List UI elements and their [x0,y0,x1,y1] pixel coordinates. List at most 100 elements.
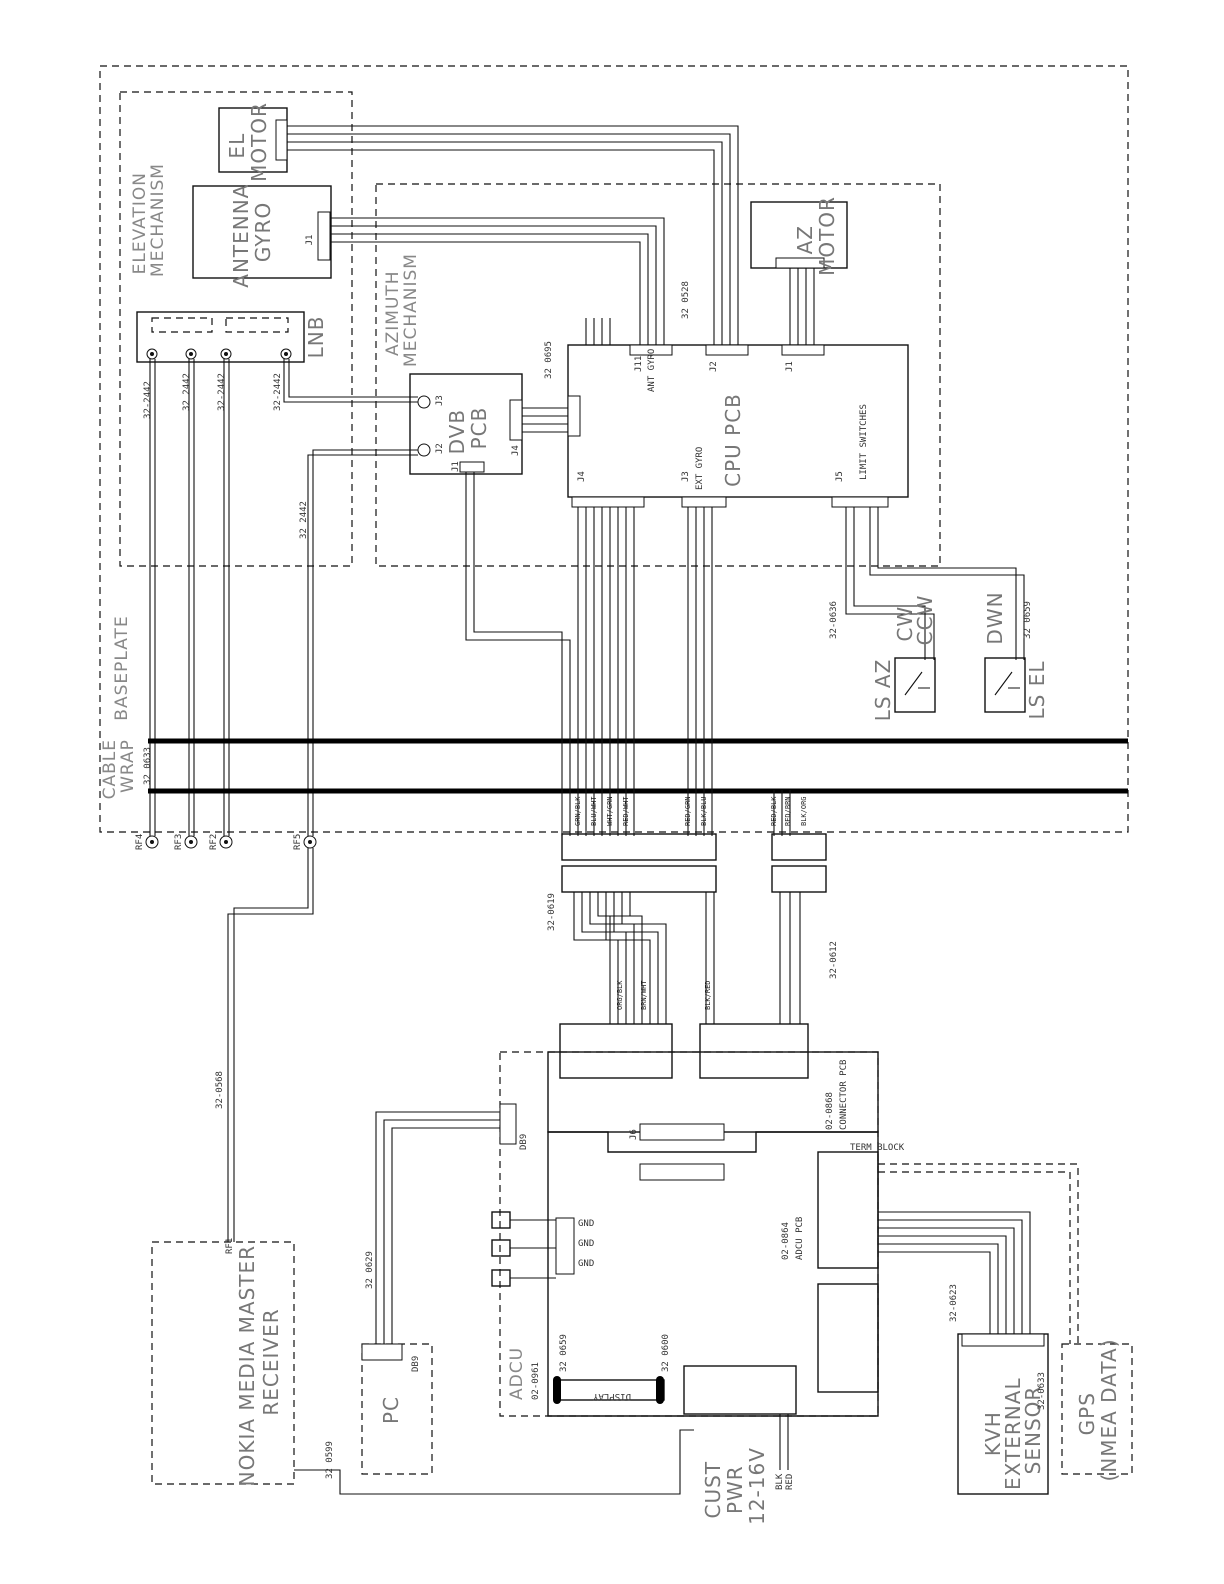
el-motor-label: EL MOTOR [225,102,271,182]
dvb-line1: DVB [445,409,469,454]
adcu-term-block-j2 [817,1151,879,1269]
gnd-ref-1: GND [578,1219,594,1229]
dvb-j3-port [417,395,431,409]
cw-line: CW [893,606,917,642]
rf-connectors [145,835,317,849]
rf3-ref: RF3 [174,834,184,850]
cust-pwr-label: CUST PWR 12-16V [701,1447,769,1525]
cpu-ext-gyro-ref: EXT GYRO [695,447,705,490]
dvb-j1-down-harness [465,472,571,836]
cust-line1: CUST [701,1461,725,1519]
adcu-pcb-box [547,1131,879,1417]
ls-el-switch-box [984,657,1026,713]
wire-red-wht: RED/WHT [622,796,630,826]
connector-j6-header [639,1123,725,1141]
ls-el-switch-symbol [994,671,1020,696]
gnd-ref-3: GND [578,1259,594,1269]
elev-line1: ELEVATION [130,172,150,274]
kvh-line1: KVH [981,1411,1005,1456]
display-grommet-left [553,1376,561,1404]
term-block-ref: TERM BLOCK [850,1143,905,1153]
cpu-j1-connector [781,344,825,356]
db9-ref: DB9 [519,1134,529,1150]
db9-connector-adcu [499,1103,517,1145]
j13-terminal-upper [771,833,827,861]
azimuth-mechanism-region [375,183,941,567]
cpu-j11-ref: J11 [634,356,644,372]
az-mech-line1: AZIMUTH [383,270,403,356]
cpu-j2-ref: J2 [709,361,719,372]
cpu-j11-connector [629,344,673,356]
ls-az-switch-box [894,657,936,713]
antenna-gyro-box [192,185,332,279]
gps-label: GPS (NMEA DATA) [1075,1338,1121,1481]
cust-power-line [294,1414,789,1495]
az-motor-harness [789,268,815,345]
nokia-line2: RECEIVER [259,1308,283,1415]
wire-grn-blk: GRN/BLK [574,796,582,826]
pc-cable-label: 32 0629 [365,1251,375,1289]
gps-box [1061,1343,1133,1475]
cw-ccw-label: CW CCW [893,595,937,646]
cpu-pcb-label: CPU PCB [721,393,745,487]
dvb-j4-connector [509,399,523,441]
ccw-line: CCW [913,595,937,646]
wire-blk-red: BLK/RED [704,980,712,1010]
gps-line2: (NMEA DATA) [1097,1338,1121,1481]
adcu-0600-label: 32 0600 [661,1334,671,1372]
cpu-j4-connector [571,496,645,508]
cpu-j5-connector [831,496,889,508]
connector-pcb-label: CONNECTOR PCB [839,1060,849,1130]
antenna-gyro-connector [317,211,331,261]
ls-az-switch-symbol [904,671,930,696]
cpu-ant-gyro-ref: ANT GYRO [647,349,657,392]
nokia-label: NOKIA MEDIA MASTER RECEIVER [235,1238,283,1487]
cust-line2: PWR [723,1465,747,1514]
gnd-ref-2: GND [578,1239,594,1249]
pc-db9-ref: DB9 [411,1356,421,1372]
pwr-blk-ref: BLK [775,1473,785,1490]
kvh-cable-label: 32-0633 [1037,1372,1047,1410]
wire-org-blk: ORG/BLK [616,980,624,1010]
dvb-j3-ref: J3 [435,395,445,406]
dvb-j2-port [417,443,431,457]
cpu-stub-lines [585,318,611,345]
cpu-j1-ref: J1 [785,361,795,372]
cpu-j4-down-harness [577,507,635,836]
dvb-pcb-label: DVB PCB [445,402,491,455]
j14-to-connector-harness [573,892,715,1024]
nokia-coax [227,848,314,1242]
lnb-coax-lines [149,359,418,836]
wire-brn-wht: BRN/WHT [640,980,648,1010]
az-mech-line2: MECHANISM [401,253,421,367]
cable-label-5: 32 2442 [299,501,309,539]
kvh-0623-label: 32-0623 [949,1284,959,1322]
ls-el-label: LS EL [1025,661,1049,720]
rf5-ref: RF5 [293,834,303,850]
dvb-j1-ref: J1 [451,461,461,472]
cable-label-0619: 32-0619 [547,893,557,931]
adcu-term-block-j7 [683,1365,797,1415]
j13-to-connector-harness [779,892,801,1024]
el-motor-line1: EL [225,133,249,159]
cable-label-1: 32-2442 [143,381,153,419]
wire-wht-grn: WHT/GRN [606,796,614,826]
adcu-pcb-label: ADCU PCB [795,1217,805,1260]
dvb-j4-ref: J4 [511,445,521,456]
elev-line2: MECHANISM [148,163,168,277]
cpu-j3-ref: J3 [681,471,691,482]
dvb-cpu-harness [522,407,568,433]
elevation-mechanism-region [119,91,353,567]
az-motor-connector [775,257,825,269]
power-cable-label: 32 0599 [325,1441,335,1479]
lnb-sub-2 [225,317,289,333]
pwr-red-ref: RED [785,1474,795,1490]
connector-pcb-number: 02-0868 [825,1092,835,1130]
display-grommet-right [656,1376,664,1404]
baseplate-label: BASEPLATE [112,615,132,720]
baseplate-region [99,65,1129,833]
cpu-j3-down-harness [687,507,713,836]
cable-label-0659: 32 0659 [1023,601,1033,639]
lnb-box [136,311,305,363]
kvh-line3: SENSOR [1021,1386,1045,1475]
